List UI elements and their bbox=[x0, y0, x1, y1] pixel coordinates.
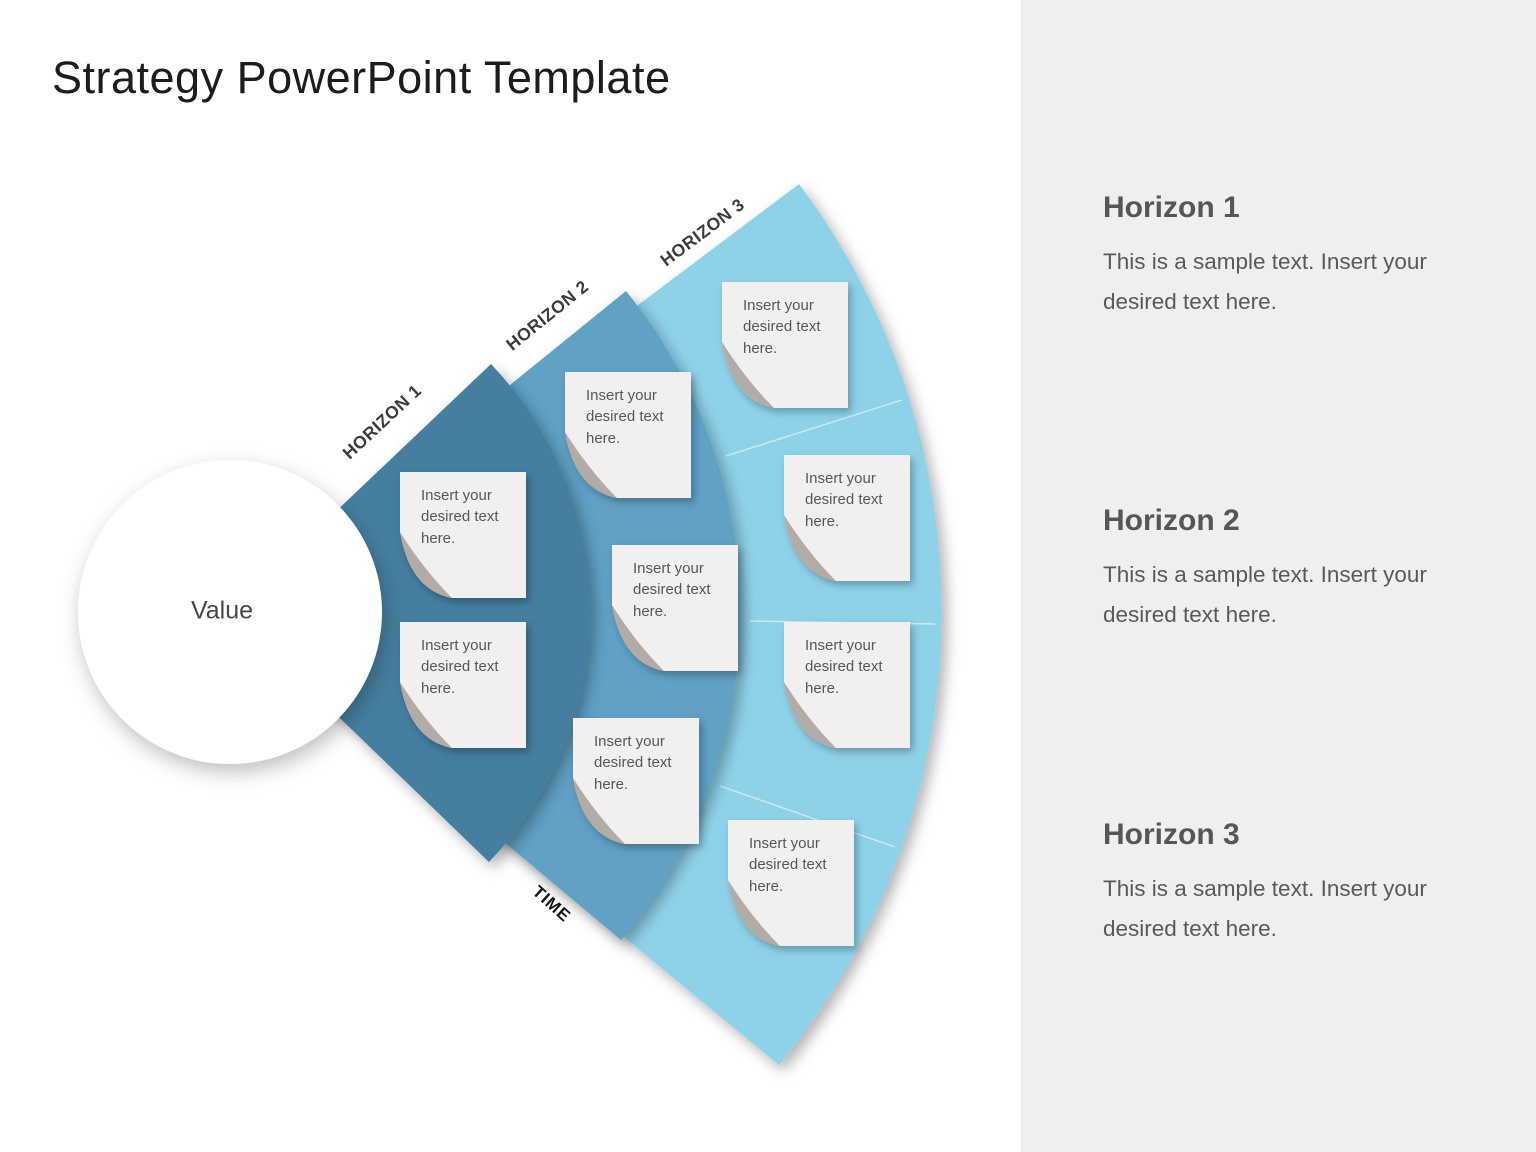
sticky-note: Insert your desired text here. bbox=[565, 372, 691, 498]
sticky-note-shape bbox=[612, 545, 738, 671]
sticky-note: Insert your desired text here. bbox=[612, 545, 738, 671]
panel-body-text: This is a sample text. Insert your desir… bbox=[1103, 876, 1427, 941]
sticky-note-text: Insert your desired text here. bbox=[749, 835, 827, 895]
slide-title: Strategy PowerPoint Template bbox=[52, 52, 671, 103]
panel-section-horizon-3: Horizon 3 This is a sample text. Insert … bbox=[1103, 817, 1496, 949]
sticky-note-shape bbox=[722, 282, 848, 408]
horizon-3-divider bbox=[719, 785, 896, 848]
sticky-note-shape bbox=[784, 622, 910, 748]
description-panel: Horizon 1 This is a sample text. Insert … bbox=[1021, 0, 1536, 1152]
sticky-note: Insert your desired text here. bbox=[400, 472, 526, 598]
sticky-note-text: Insert your desired text here. bbox=[805, 470, 883, 530]
sticky-note: Insert your desired text here. bbox=[784, 455, 910, 581]
sticky-note: Insert your desired text here. bbox=[728, 820, 854, 946]
sticky-note: Insert your desired text here. bbox=[722, 282, 848, 408]
sticky-note-text: Insert your desired text here. bbox=[421, 637, 499, 697]
horizon-3-divider bbox=[725, 399, 903, 457]
sticky-note: Insert your desired text here. bbox=[573, 718, 699, 844]
panel-heading: Horizon 3 bbox=[1103, 818, 1240, 851]
sticky-note-text: Insert your desired text here. bbox=[586, 387, 664, 447]
panel-heading: Horizon 1 bbox=[1103, 191, 1240, 224]
sticky-note-text: Insert your desired text here. bbox=[743, 297, 821, 357]
sticky-note-shape bbox=[400, 472, 526, 598]
sticky-note-text: Insert your desired text here. bbox=[421, 487, 499, 547]
sticky-note-shape bbox=[565, 372, 691, 498]
sticky-note-shape bbox=[728, 820, 854, 946]
sticky-note-shape bbox=[400, 622, 526, 748]
sticky-note-text: Insert your desired text here. bbox=[633, 560, 711, 620]
sticky-note-shape bbox=[784, 455, 910, 581]
sticky-note-shape bbox=[573, 718, 699, 844]
sticky-note-text: Insert your desired text here. bbox=[805, 637, 883, 697]
panel-body-text: This is a sample text. Insert your desir… bbox=[1103, 562, 1427, 627]
sticky-note-text: Insert your desired text here. bbox=[594, 733, 672, 793]
value-circle-label: Value bbox=[191, 597, 253, 625]
sticky-note: Insert your desired text here. bbox=[400, 622, 526, 748]
panel-heading: Horizon 2 bbox=[1103, 504, 1240, 537]
panel-section-horizon-2: Horizon 2 This is a sample text. Insert … bbox=[1103, 503, 1496, 635]
panel-section-horizon-1: Horizon 1 This is a sample text. Insert … bbox=[1103, 190, 1496, 322]
sticky-note: Insert your desired text here. bbox=[784, 622, 910, 748]
value-circle bbox=[78, 460, 382, 764]
panel-body-text: This is a sample text. Insert your desir… bbox=[1103, 249, 1427, 314]
